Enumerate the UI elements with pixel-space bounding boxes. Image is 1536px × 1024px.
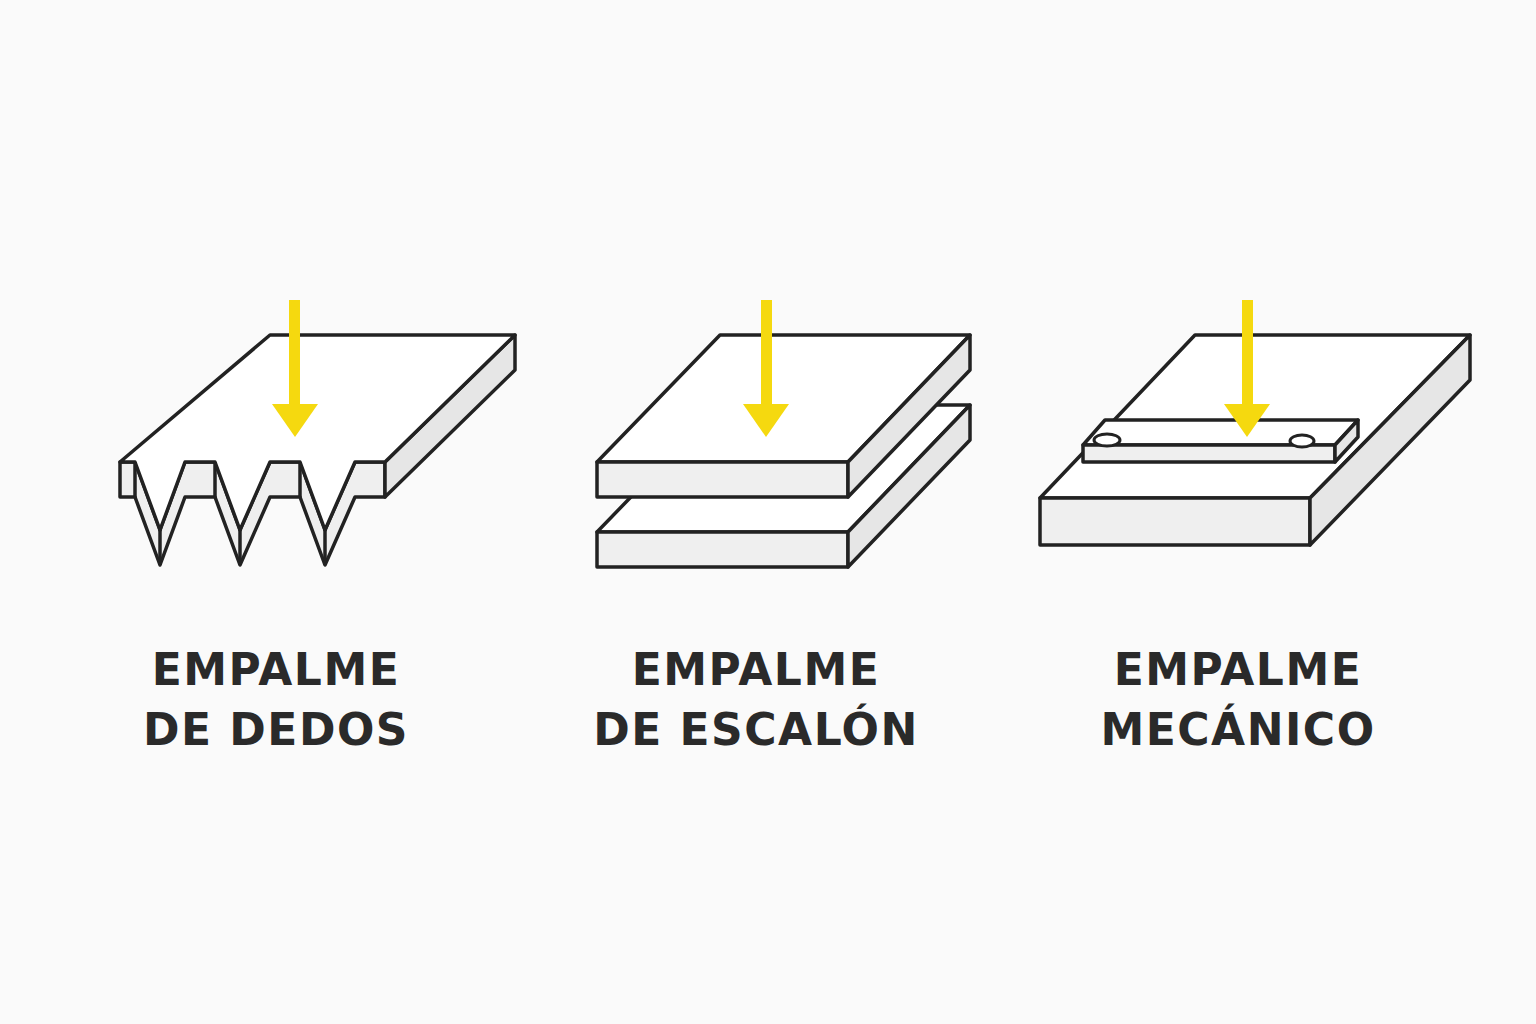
edge xyxy=(158,530,162,565)
arrow-head xyxy=(743,404,789,437)
board-top xyxy=(120,335,515,530)
edge xyxy=(323,530,327,565)
arrow-stem xyxy=(1242,300,1253,406)
board-front xyxy=(597,462,848,497)
plate-top xyxy=(1083,420,1358,445)
plate-side xyxy=(1335,420,1358,462)
board-front xyxy=(597,532,848,567)
joint-label: EMPALME DE DEDOS xyxy=(143,640,409,760)
arrow-head xyxy=(1224,404,1270,437)
arrow-head xyxy=(272,404,318,437)
force-arrows xyxy=(272,300,1270,437)
board-side xyxy=(848,335,970,497)
bolt-hole xyxy=(1094,434,1120,446)
bolt-hole xyxy=(1290,435,1314,447)
step-joint-boards xyxy=(597,335,970,567)
board-front xyxy=(1040,498,1310,545)
edge xyxy=(238,530,242,565)
joint-label: EMPALME DE ESCALÓN xyxy=(593,640,919,760)
mechanical-joint xyxy=(1040,335,1470,545)
finger-joint-board xyxy=(120,335,515,565)
arrow-stem xyxy=(289,300,300,406)
arrow-stem xyxy=(761,300,772,406)
joint-label: EMPALME MECÁNICO xyxy=(1100,640,1375,760)
